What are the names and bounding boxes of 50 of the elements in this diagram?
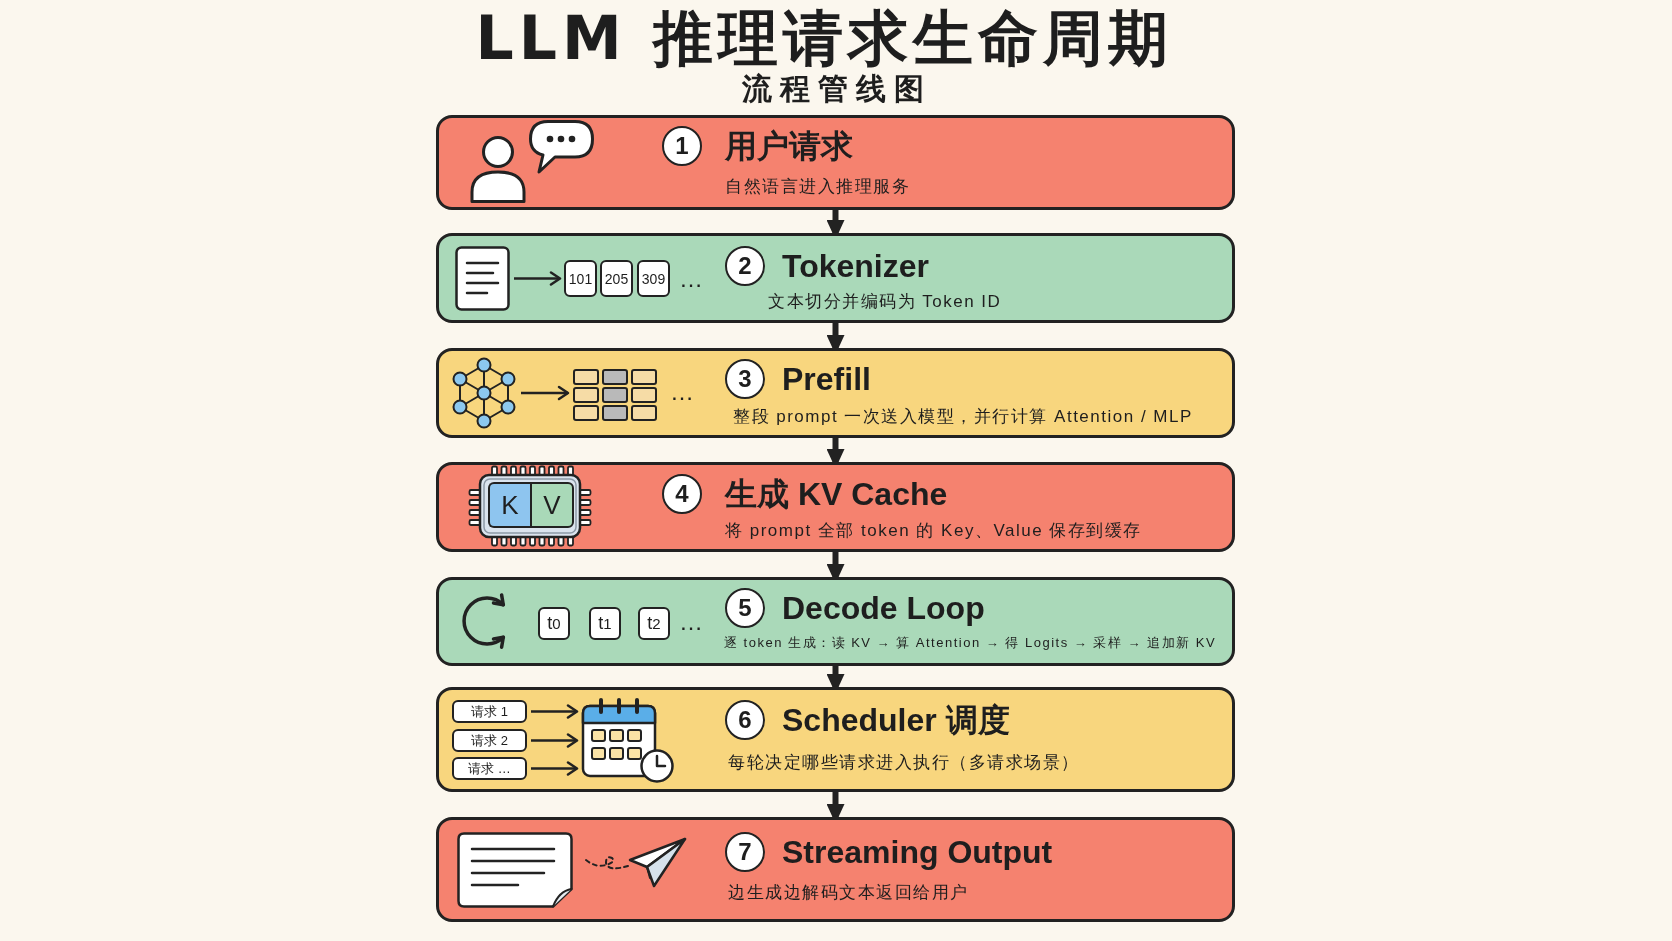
request-tag: 请求 2 xyxy=(452,729,527,752)
request-tag: 请求 … xyxy=(452,757,527,780)
stage-box xyxy=(436,115,1235,210)
step-number: 2 xyxy=(725,246,765,286)
stage-box xyxy=(436,577,1235,666)
step-number: 5 xyxy=(725,588,765,628)
matrix-icon xyxy=(572,368,658,422)
stage-title: Tokenizer xyxy=(782,247,929,285)
stage-box xyxy=(436,462,1235,552)
step-number: 1 xyxy=(662,126,702,166)
arrow xyxy=(531,761,579,776)
stage-title: Decode Loop xyxy=(782,589,985,627)
stage-title: Prefill xyxy=(782,360,871,398)
step-number: 3 xyxy=(725,359,765,399)
stage-description: 自然语言进入推理服务 xyxy=(725,176,910,198)
stage-title: Scheduler 调度 xyxy=(782,701,1010,739)
arrow xyxy=(531,733,579,748)
step-number: 7 xyxy=(725,832,765,872)
token-tile: 101 xyxy=(564,260,597,297)
step-number: 4 xyxy=(662,474,702,514)
stage-title: 生成 KV Cache xyxy=(725,475,948,513)
token-tile: 205 xyxy=(600,260,633,297)
stage-description: 逐 token 生成：读 KV → 算 Attention → 得 Logits → 采样 → 追加新 KV xyxy=(724,635,1217,651)
step-number: 6 xyxy=(725,700,765,740)
document-icon xyxy=(455,246,510,311)
title: LLM 推理请求生命周期 xyxy=(475,5,1173,71)
ellipsis: … xyxy=(670,378,694,406)
request-tag: 请求 1 xyxy=(452,700,527,723)
stage-description: 文本切分并编码为 Token ID xyxy=(768,291,1002,313)
arrow xyxy=(531,704,579,719)
stage-description: 将 prompt 全部 token 的 Key、Value 保存到缓存 xyxy=(725,520,1142,542)
ellipsis: … xyxy=(679,608,703,636)
stage-title: 用户请求 xyxy=(725,127,853,165)
stage-box xyxy=(436,233,1235,323)
subtitle: 流程管线图 xyxy=(742,71,932,107)
stage-description: 每轮决定哪些请求进入执行（多请求场景） xyxy=(728,752,1080,774)
cache-block: K xyxy=(488,482,530,528)
calendar-icon xyxy=(581,698,675,784)
stage-box xyxy=(436,348,1235,438)
stage-description: 整段 prompt 一次送入模型，并行计算 Attention / MLP xyxy=(733,406,1193,428)
stage-description: 边生成边解码文本返回给用户 xyxy=(728,882,969,904)
stage-title: Streaming Output xyxy=(782,833,1053,871)
token-tile: 309 xyxy=(637,260,670,297)
stage-box xyxy=(436,817,1235,922)
ellipsis: … xyxy=(679,265,703,293)
cache-block: V xyxy=(530,482,574,528)
arrow xyxy=(514,271,562,286)
arrow xyxy=(521,385,570,401)
stage-box xyxy=(436,687,1235,792)
network-icon xyxy=(451,357,517,429)
